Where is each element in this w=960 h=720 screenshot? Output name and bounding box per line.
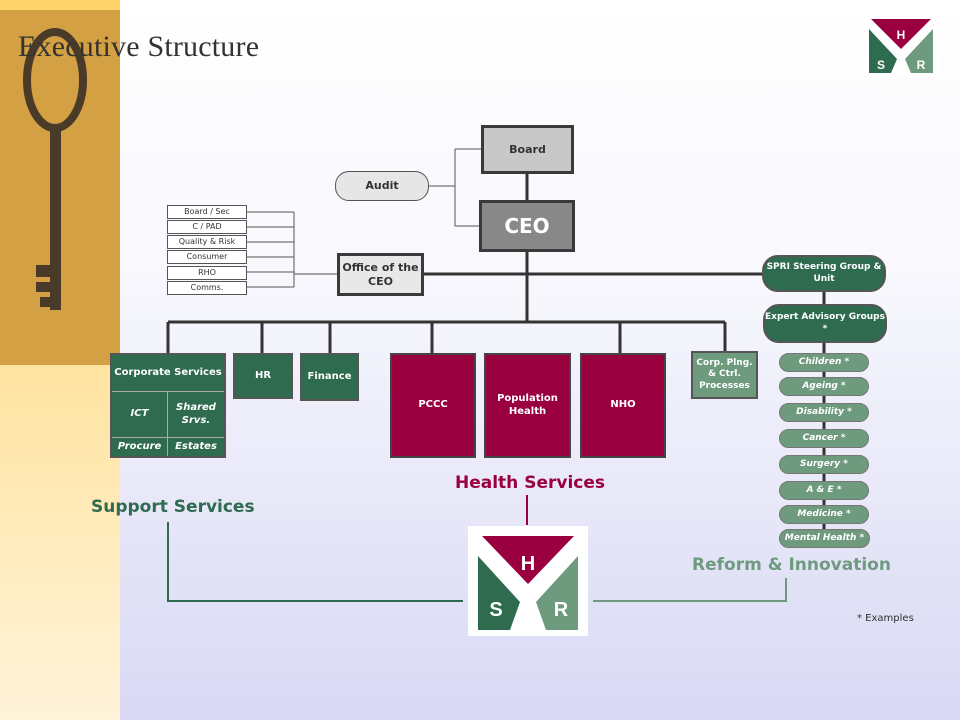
health-services-label: Health Services xyxy=(455,473,605,493)
group-a-e: A & E * xyxy=(779,481,869,500)
spri-box: SPRI Steering Group & Unit xyxy=(762,255,886,292)
reform-innovation-label: Reform & Innovation xyxy=(692,555,891,575)
group-medicine: Medicine * xyxy=(779,505,869,524)
office-item-board-sec: Board / Sec xyxy=(167,205,247,219)
nho-box: NHO xyxy=(580,353,666,458)
logo-center-r: R xyxy=(554,599,569,621)
logo-top-s: S xyxy=(877,58,885,72)
board-box: Board xyxy=(481,125,574,174)
office-ceo-box: Office of the CEO xyxy=(337,253,424,296)
logo-center: H S R xyxy=(468,526,588,636)
population-health-box: Population Health xyxy=(484,353,571,458)
expert-advisory-box: Expert Advisory Groups * xyxy=(763,304,887,343)
group-children: Children * xyxy=(779,353,869,372)
ceo-box: CEO xyxy=(479,200,575,252)
estates-box: Estates xyxy=(168,437,224,456)
support-services-label: Support Services xyxy=(91,497,255,517)
group-surgery: Surgery * xyxy=(779,455,869,474)
corporate-services-group: Corporate Services ICT Shared Srvs. Proc… xyxy=(110,353,226,458)
pccc-box: PCCC xyxy=(390,353,476,458)
group-disability: Disability * xyxy=(779,403,869,422)
hr-box: HR xyxy=(233,353,293,399)
key-image xyxy=(0,10,120,365)
finance-box: Finance xyxy=(300,353,359,401)
procure-box: Procure xyxy=(112,437,168,456)
group-ageing: Ageing * xyxy=(779,377,869,396)
office-item-quality-risk: Quality & Risk xyxy=(167,235,247,249)
ict-box: ICT xyxy=(112,391,168,437)
office-item-consumer: Consumer xyxy=(167,250,247,264)
corporate-services-label: Corporate Services xyxy=(114,366,222,378)
group-mental-health: Mental Health * xyxy=(779,529,870,548)
audit-box: Audit xyxy=(335,171,429,201)
office-item-c-pad: C / PAD xyxy=(167,220,247,234)
group-cancer: Cancer * xyxy=(779,429,869,448)
shared-srvs-box: Shared Srvs. xyxy=(168,391,224,437)
logo-center-h: H xyxy=(521,553,535,575)
logo-center-s: S xyxy=(489,599,502,621)
office-item-rho: RHO xyxy=(167,266,247,280)
examples-note: * Examples xyxy=(857,613,914,624)
logo-top: H S R xyxy=(863,11,939,76)
office-item-comms: Comms. xyxy=(167,281,247,295)
corp-plng-box: Corp. Plng. & Ctrl. Processes xyxy=(691,351,758,399)
page-title: Executive Structure xyxy=(18,30,260,63)
logo-top-h: H xyxy=(897,28,906,42)
logo-top-r: R xyxy=(917,58,926,72)
